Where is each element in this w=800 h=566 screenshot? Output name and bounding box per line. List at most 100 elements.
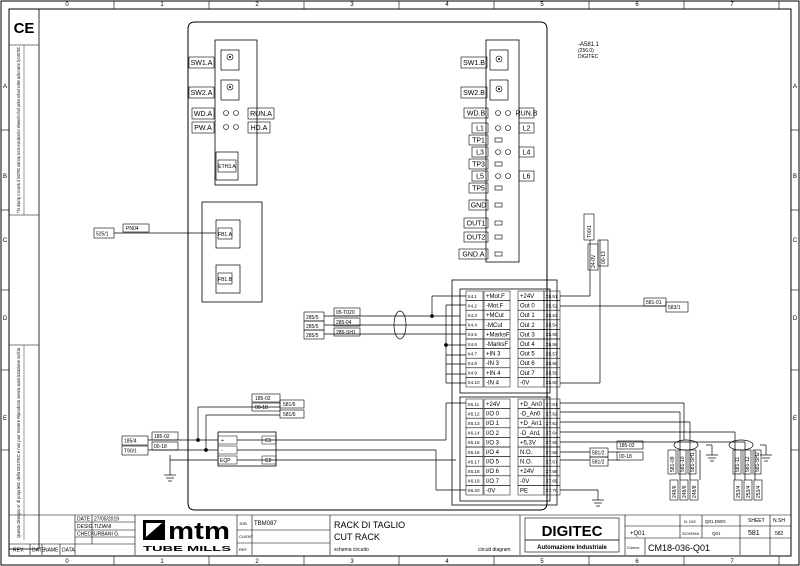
grid-col-label: 3: [350, 559, 354, 565]
check-value: URBANI G.: [94, 532, 120, 538]
nsh-label: N.SH: [773, 518, 785, 524]
led-label: HD.A: [251, 125, 268, 132]
module-b-ref-3: DIGITEC: [578, 54, 599, 60]
mot-tag-3: 285-SH1: [336, 330, 356, 336]
led-label: TP3: [472, 162, 485, 169]
fb1b-port[interactable]: FB1.B: [215, 264, 241, 294]
module-b-ref-2: (256.0): [578, 48, 594, 54]
cable-b-dest-1: 253/4: [736, 485, 742, 498]
io-input: I/O 1: [486, 421, 500, 427]
io-terminal: X5.51: [546, 294, 558, 299]
mid-source-2: 581/2: [592, 460, 605, 466]
io-input: +24V: [486, 402, 500, 408]
grid-row-label: D: [3, 316, 8, 322]
grid-col-label: 5: [540, 559, 544, 565]
led-label: WD.A: [194, 111, 213, 118]
grid-col-label: 4: [445, 559, 449, 565]
fb1a-port[interactable]: FB1.A: [215, 219, 241, 249]
rev-data-label: DATA: [62, 548, 75, 554]
io-output: -0V: [520, 380, 529, 386]
grid-row-label: B: [793, 174, 797, 180]
wiring: [114, 232, 767, 500]
mot-tag-1: 05-T020: [336, 310, 355, 316]
cable-a-tag-3: 581-SH1: [690, 452, 696, 472]
io-output: N.O.: [520, 450, 533, 456]
copyright-en: This drawing is property of DIGITEC and …: [16, 47, 21, 213]
led-label: TP5: [472, 186, 485, 193]
test-point: [494, 234, 503, 240]
io-terminal: X5.55: [546, 332, 558, 337]
io-output: Out 1: [520, 313, 535, 319]
io-output: +24V: [520, 469, 534, 475]
led-label: L4: [523, 150, 531, 157]
title-1: RACK DI TAGLIO: [334, 520, 405, 530]
led-label: OUT1: [467, 221, 486, 228]
led-indicator: [495, 173, 501, 179]
psu-c1: C1: [265, 438, 272, 444]
company-sub: Automazione Industriale: [537, 545, 607, 551]
logo-sub: TUBE MILLS: [143, 544, 231, 553]
io-terminal: X7.61: [546, 402, 558, 407]
cable-a-tag-2: 581-10: [680, 456, 686, 472]
grid-row-label: D: [793, 316, 798, 322]
io-pin: X4.4: [468, 323, 478, 328]
sw2b-button[interactable]: [489, 79, 509, 101]
sw1a-button[interactable]: [220, 49, 240, 71]
io-input: +Mot.F: [486, 294, 505, 300]
io-output: N.O.: [520, 460, 533, 466]
vert-tag-1: T00/1: [587, 225, 593, 238]
io-input: -MarksF: [486, 342, 508, 348]
sw1b-button[interactable]: [489, 49, 509, 71]
io-output: -D_An0: [520, 412, 541, 418]
pn04-tag: PN04: [126, 226, 139, 232]
io-input: -Mot.F: [486, 304, 504, 310]
io-output: +D_An0: [520, 402, 543, 408]
io-pin: X6.12: [468, 411, 480, 416]
psu-c2: C2: [265, 458, 272, 464]
pwr-top-dest-2: 581/6: [283, 412, 296, 418]
test-point: [494, 137, 503, 143]
module-a: SW1.A SW2.A WD.A RUN.A PW.A HD.A ETH3.A: [188, 39, 275, 186]
wire-tags: [93, 213, 763, 501]
io-pin: X6.15: [468, 440, 480, 445]
grid-row-label: B: [3, 174, 7, 180]
pn04-source: 525/1: [96, 232, 109, 238]
grid-row-label: A: [793, 84, 797, 90]
cable-a-dest-1: 248/6: [672, 485, 678, 498]
io-pin: X4.6: [468, 342, 478, 347]
title-2: CUT RACK: [334, 532, 380, 542]
eth3a-port[interactable]: ETH3.A: [215, 151, 239, 181]
io-pin: X4.3: [468, 313, 478, 318]
led-label: OUT2: [467, 235, 486, 242]
io-pin: X6.13: [468, 421, 480, 426]
controller-housing: [187, 21, 548, 511]
rev-name-label: NAME: [44, 548, 59, 554]
io-pin: X6.16: [468, 450, 480, 455]
io-terminal: X5.54: [546, 323, 558, 328]
io-terminal: X7.70: [546, 488, 558, 493]
led-label: TP1: [472, 138, 485, 145]
io-input: I/O 6: [486, 469, 500, 475]
io-output: Out 5: [520, 352, 535, 358]
io-terminal: X5.58: [546, 361, 558, 366]
led-indicator: [505, 110, 511, 116]
led-label: L2: [523, 126, 531, 133]
io-output: Out 2: [520, 323, 535, 329]
grid-col-label: 2: [255, 2, 259, 8]
wire-tag-labels: 525/1 PN04 285/5 285/5 285/5 05-T020 285…: [96, 225, 762, 498]
io-terminal: X7.65: [546, 440, 558, 445]
vert-tag-2: 00-13: [601, 251, 607, 264]
psu-pin-plus: +: [221, 438, 224, 444]
test-point: [494, 251, 503, 257]
io-input: +IN 4: [486, 371, 501, 377]
sw2a-button[interactable]: [220, 79, 240, 101]
io-pin: X4.8: [468, 361, 478, 366]
